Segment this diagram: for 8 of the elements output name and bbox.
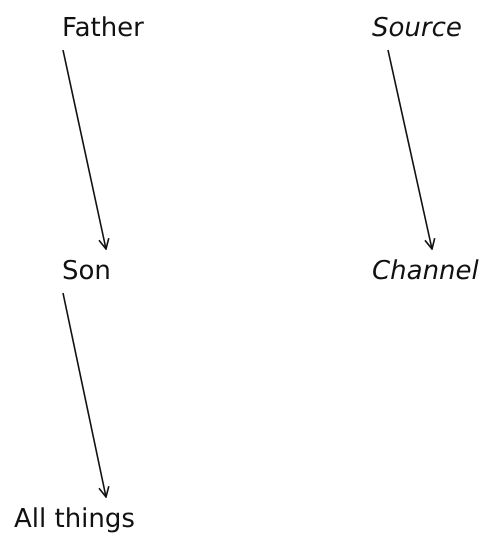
node-label: Son [62, 249, 111, 293]
arrow [387, 50, 436, 250]
arrow [62, 50, 110, 250]
node-label: Father [62, 6, 144, 50]
node-label: All things [14, 497, 135, 540]
node-label: Channel [372, 249, 479, 293]
node-label: Source [372, 6, 462, 50]
arrow [62, 292, 110, 498]
